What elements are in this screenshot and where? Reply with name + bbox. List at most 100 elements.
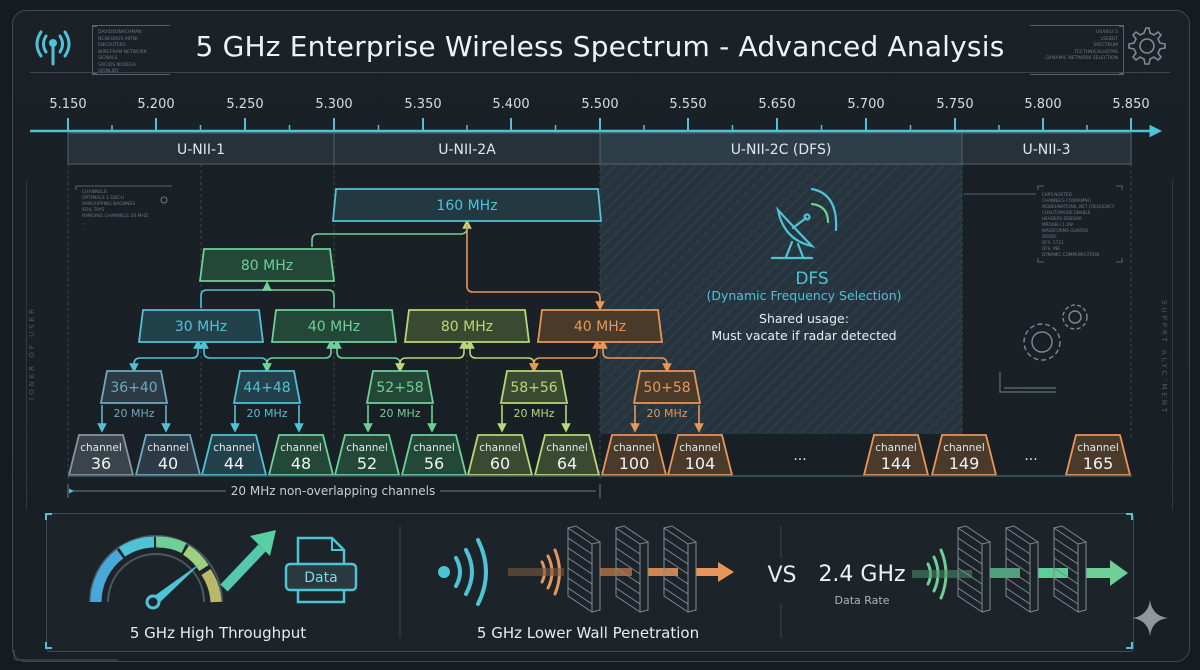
level2-pair-connector [465,339,539,373]
annotation-line: WAVEFORMS GUARDS [1042,228,1089,233]
node-pair-0-label: 36+40 [110,380,157,396]
gear-icon[interactable] [1124,24,1168,68]
annotation-line: SOIL TAYS [82,207,105,213]
node-80mhz-upper[interactable]: 80 MHz [198,248,336,282]
channel-word: channel [147,442,189,454]
node-pair-1[interactable]: 44+48 [232,370,302,404]
axis-tick-label: 5.500 [581,97,618,112]
brick-wall-icon [615,525,649,613]
node-pair-3-label: 58+56 [510,380,557,396]
channel-word: channel [679,442,721,454]
spec-line: TECTHNICALUSTMS [1074,49,1118,55]
annotation-line: MROKELI 1.1W [1042,222,1073,227]
channel-ellipsis: ... [1024,448,1037,464]
band-u-nii-2a[interactable]: U-NII-2A [333,132,601,165]
satellite-dish-icon [770,187,838,260]
channel-number: 104 [685,454,716,473]
annotation-line: CAPS NOETED [1042,192,1072,197]
band-u-nii-1[interactable]: U-NII-1 [67,132,335,165]
spec-line: - DYNAMIC NETWORK SELECTION [1043,56,1118,61]
node-pair-3[interactable]: 58+56 [499,370,569,404]
node-160mhz[interactable]: 160 MHz [332,188,602,222]
axis-tick-label: 5.250 [226,97,263,112]
spec-line: USABILI-5 [1095,30,1118,35]
growth-arrow-icon [220,544,266,592]
channel-word: channel [346,442,388,454]
pair-sublabel: 20 MHz [513,407,554,420]
spec-line: SIGNLIDY [98,69,119,74]
axis-tick-label: 5.800 [1024,97,1061,112]
band-u-nii-2c-dfs-[interactable]: U-NII-2C (DFS) [599,132,963,165]
annotation-line: RANGUPPING BAGNNES [82,201,135,207]
axis-tick-label: 5.750 [936,97,973,112]
brick-wall-icon [1005,525,1039,613]
annotation-line: HEADERS SIDEBAR [1042,216,1082,221]
channel-number: 56 [424,454,444,473]
channel-number: 60 [490,454,510,473]
pair-sublabel: 20 MHz [113,407,154,420]
band-label: U-NII-2A [438,142,496,158]
annotation-line: CHANNELS FOORAMNG [1042,198,1091,203]
level2-pair-connector [598,339,672,373]
channel-number: 144 [881,454,912,473]
connector-to-80 [262,281,335,308]
node-pair-0[interactable]: 36+40 [99,370,169,404]
channel-number: 165 [1083,454,1114,473]
compare-subtitle: Data Rate [835,594,890,607]
axis-tick-label: 5.650 [758,97,795,112]
node-pair-2[interactable]: 52+58 [365,370,435,404]
node-level2-0[interactable]: 30 MHz [137,309,265,343]
spec-line: WIREFRAM NETWORK [98,49,147,55]
brick-wall-icon [663,525,697,613]
band-u-nii-3[interactable]: U-NII-3 [961,132,1132,165]
speedometer-icon [89,535,223,610]
node-level2-2[interactable]: 80 MHz [403,309,531,343]
channel-number: 149 [949,454,980,473]
node-pair-4[interactable]: 50+58 [632,370,702,404]
node-level2-1-label: 40 MHz [308,319,360,335]
pair-sublabel: 20 MHz [246,407,287,420]
level2-pair-connector [262,339,336,373]
level2-pair-connector [529,339,602,373]
header-spec-box-right: USABILI-5 LSEBOT SPECTRUM TECTHNICALUSTM… [1030,25,1124,75]
pair-sublabel: 20 MHz [379,407,420,420]
axis-tick-label: 5.550 [669,97,706,112]
axis-tick-label: 5.300 [315,97,352,112]
axis-tick-label: 5.700 [847,97,884,112]
wifi-antenna-icon [35,30,71,66]
right-rail [1172,180,1173,510]
connector-160-to-40 [466,224,605,311]
node-level2-3-label: 40 MHz [574,319,626,335]
spec-line: DAVIDSONACHMAN [98,30,142,35]
dfs-note-line2: Must vacate if radar detected [711,328,896,343]
node-level2-1[interactable]: 40 MHz [270,309,398,343]
channel-number: 52 [357,454,377,473]
channel-ellipsis: ... [793,448,806,464]
page-title: 5 GHz Enterprise Wireless Spectrum - Adv… [195,30,1005,63]
annotation-box-left: CHANNELS: OPTIMALS 1 DDCH RANGUPPING BAG… [75,185,172,232]
channel-word: channel [479,442,521,454]
band-label: U-NII-2C (DFS) [731,142,832,158]
level2-pair-connector [395,339,469,373]
annotation-box-right: CAPS NOETED CHANNELS FOORAMNG MODEHNATIO… [964,185,1123,263]
annotation-line: DFS: 5721 [1042,240,1064,245]
channel-word: channel [546,442,588,454]
channel-word: channel [213,442,255,454]
channel-word: channel [280,442,322,454]
node-level2-3[interactable]: 40 MHz [536,309,664,343]
annotation-line: RANGING CHANNELS 20 MHZ [82,213,148,219]
